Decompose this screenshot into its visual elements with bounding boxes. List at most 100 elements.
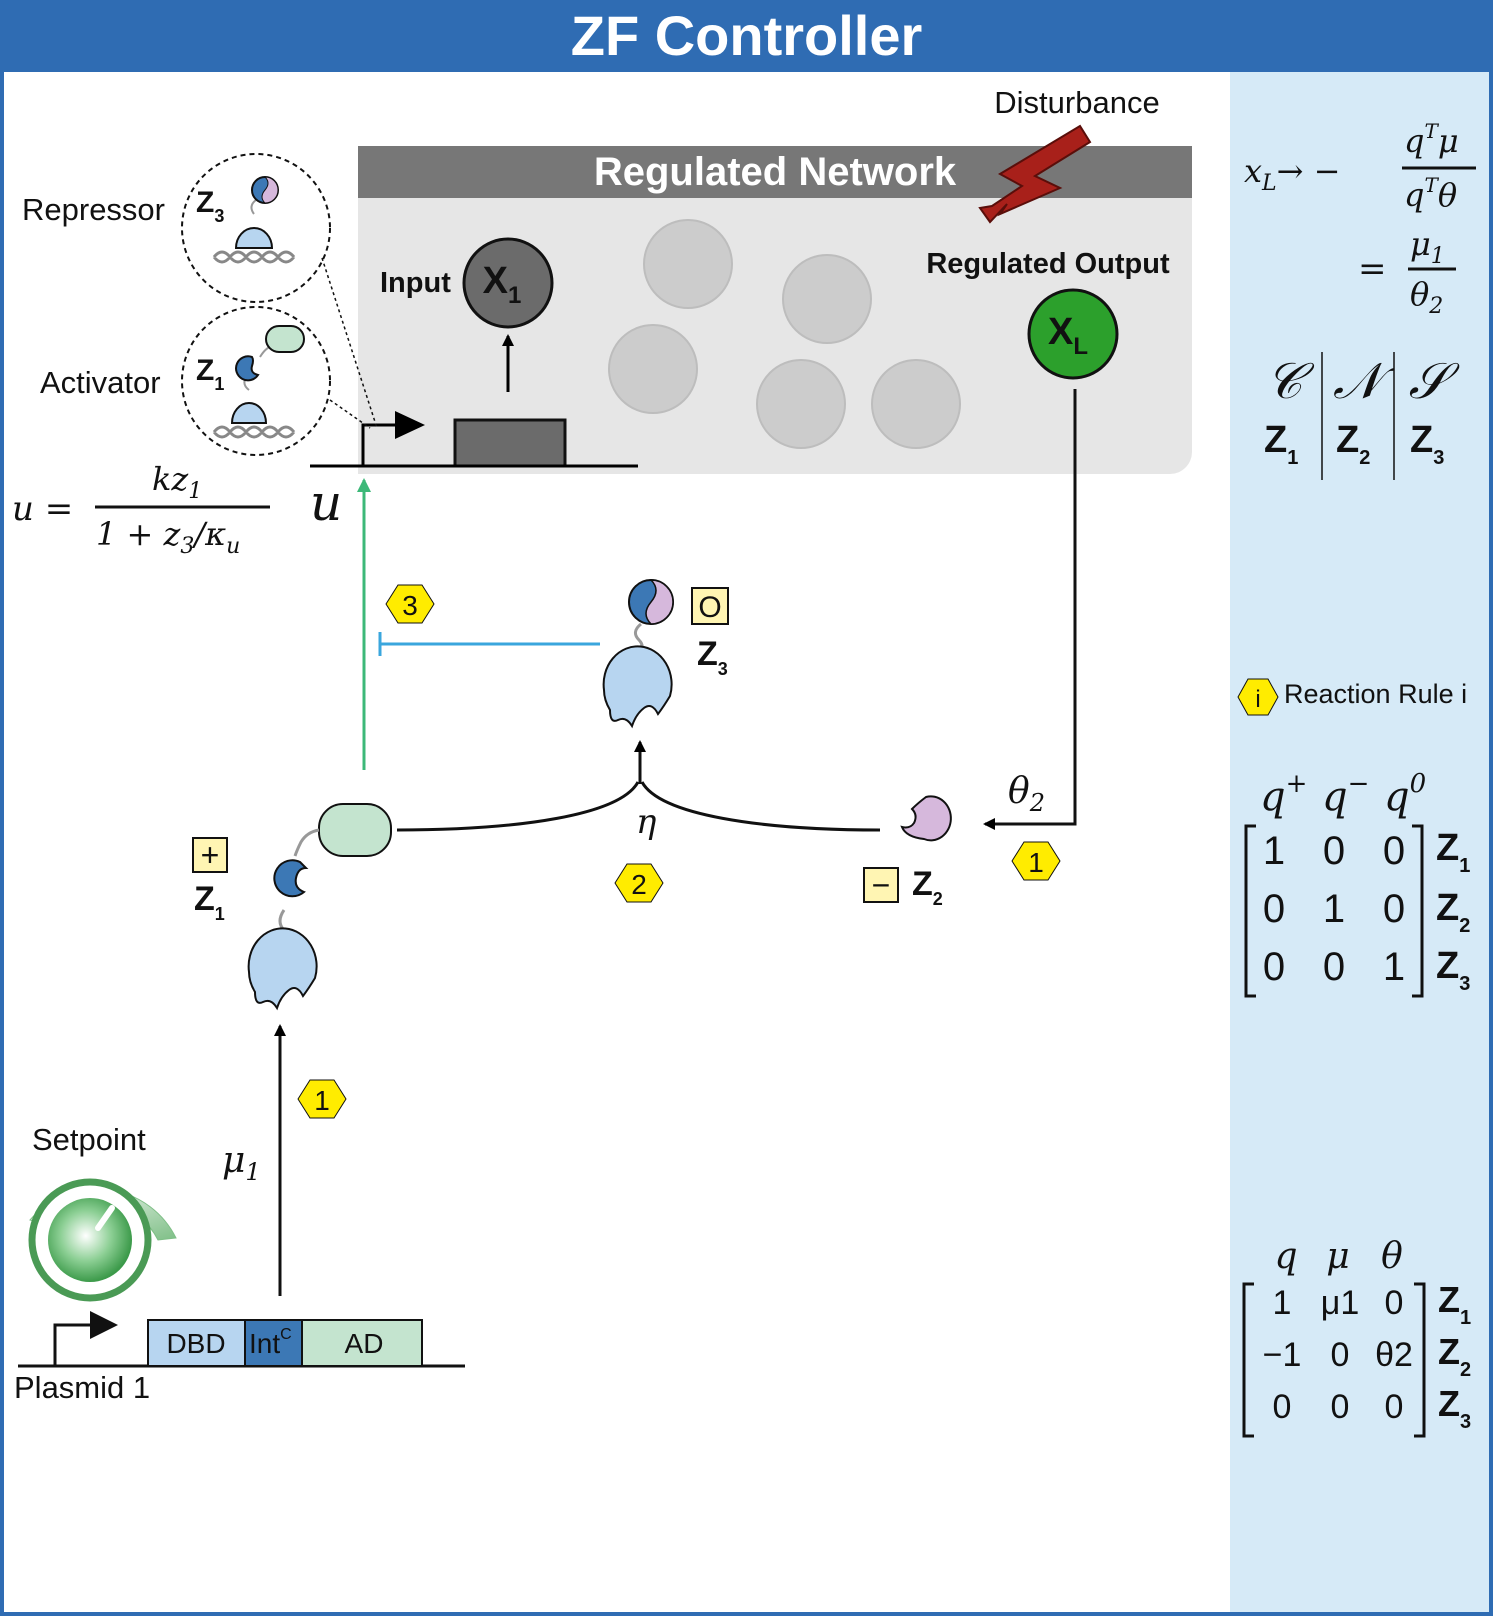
math-side-panel <box>1230 72 1489 1612</box>
network-node <box>608 324 698 414</box>
param-matrix-cell: 0 <box>1385 1284 1404 1322</box>
network-background <box>358 146 1192 474</box>
hexagon-rule-1-icon <box>297 1079 347 1119</box>
z1-label: Z1 <box>194 880 225 924</box>
space-partition: 𝒞 𝒩 𝒮 Z1 Z2 Z3 <box>1264 352 1461 480</box>
q-matrix-header: q− <box>1322 769 1369 820</box>
disturbance-label: Disturbance <box>994 85 1159 120</box>
q-matrix-cell: 0 <box>1383 829 1405 873</box>
plasmid-int-label: IntC <box>249 1326 292 1359</box>
dna-helix-icon <box>212 250 296 264</box>
repressor-inset: Repressor Z3 <box>22 153 331 303</box>
q-matrix-header: q+ <box>1260 769 1307 820</box>
promoter-arrow <box>361 423 395 466</box>
eta-label: η <box>636 802 657 842</box>
xl-formula-equals: = <box>1358 249 1387 289</box>
plasmid-label: Plasmid 1 <box>14 1370 150 1405</box>
plasmid-int-box <box>244 1319 303 1367</box>
zoom-leader-line <box>329 399 371 429</box>
setpoint-label: Setpoint <box>32 1122 146 1157</box>
param-matrix-cell: 0 <box>1385 1388 1404 1426</box>
plasmid-promoter-arrowhead <box>90 1311 118 1339</box>
x1-node <box>462 237 554 329</box>
z1-linker <box>293 828 320 857</box>
plasmid-ad-label: AD <box>345 1328 384 1359</box>
xl-label: XL <box>1048 311 1088 360</box>
xl-formula-numerator-2: μ1 <box>1410 225 1445 269</box>
x1-gene <box>453 418 567 468</box>
hexagon-rule-3-icon <box>385 584 435 624</box>
space-z3-label: Z3 <box>1410 419 1444 469</box>
theta2-label: θ2 <box>1008 771 1045 817</box>
x1-label: X1 <box>483 260 522 309</box>
network-node <box>756 359 846 449</box>
z3-sign-box <box>691 587 729 625</box>
space-z2-label: Z2 <box>1336 419 1370 469</box>
xl-formula-lhs: xL→ − <box>1244 152 1340 196</box>
legend-label: Reaction Rule i <box>1284 679 1467 709</box>
hexagon-rule-1-label: 1 <box>314 1085 330 1116</box>
activator-inset: Activator Z1 <box>40 306 331 456</box>
theta2-sensing-line <box>983 389 1077 830</box>
repressor-dbd-icon <box>234 227 274 249</box>
q-matrix-cell: 0 <box>1263 945 1285 989</box>
param-matrix-header: q <box>1274 1236 1297 1277</box>
network-node <box>782 254 872 344</box>
hexagon-rule-1-label: 1 <box>1028 847 1044 878</box>
network-node <box>643 219 733 309</box>
z2-icon <box>900 795 952 842</box>
u-equation-lhs: u = <box>12 489 73 529</box>
q-matrix-cell: 1 <box>1383 945 1405 989</box>
q-matrix-cell: 1 <box>1263 829 1285 873</box>
q-matrix-row-label: Z3 <box>1436 945 1470 995</box>
z2-label: Z2 <box>912 865 943 909</box>
activator-int-icon <box>235 355 260 382</box>
plasmid-ad-box <box>301 1319 423 1367</box>
param-matrix-cell: 0 <box>1331 1336 1350 1374</box>
activator-dbd-icon <box>230 402 268 424</box>
space-z1-label: Z1 <box>1264 419 1298 469</box>
network-header: Regulated Network <box>594 150 957 194</box>
activator-z-label: Z1 <box>196 354 224 394</box>
param-matrix-cell: −1 <box>1263 1336 1302 1374</box>
xl-formula-numerator: qTμ <box>1404 119 1459 160</box>
space-c-symbol: 𝒞 <box>1266 352 1315 410</box>
reaction-rule-legend: i Reaction Rule i <box>1237 678 1467 716</box>
q-matrix-cell: 0 <box>1383 887 1405 931</box>
legend-hexagon-label: i <box>1255 686 1260 713</box>
setpoint-knob-indicator <box>95 1205 115 1231</box>
hexagon-rule-3-label: 3 <box>402 590 418 621</box>
regulated-network: Regulated Network Input X1 Regulated Out… <box>358 146 1192 474</box>
z1-species: + Z1 <box>192 803 392 1011</box>
legend-hexagon-icon <box>1237 678 1279 716</box>
promoter-arrowhead <box>395 411 425 439</box>
hexagon-rule-2-icon <box>614 863 664 903</box>
param-matrix-row-label: Z3 <box>1438 1383 1471 1433</box>
mu1-label: μ1 <box>222 1140 261 1186</box>
complex-formation-left <box>396 781 640 832</box>
param-matrix-row-label: Z2 <box>1438 1331 1471 1381</box>
u-symbol: u <box>310 474 342 532</box>
q-matrix-header: q0 <box>1384 769 1426 820</box>
z3-label: Z3 <box>697 635 728 679</box>
u-equation: u = kz1 1 + z3/κu u <box>12 460 342 559</box>
plasmid-dbd-box <box>147 1319 246 1367</box>
plasmid-dbd-label: DBD <box>166 1328 225 1359</box>
setpoint-knob-inner <box>48 1198 132 1282</box>
xl-formula-denominator: qTθ <box>1404 173 1457 214</box>
disturbance-bolt-icon <box>978 124 1092 224</box>
matrix-right-bracket <box>1412 824 1424 998</box>
q-matrix-row-label: Z2 <box>1436 887 1470 937</box>
xl-node <box>1027 288 1119 380</box>
z2-sign: − <box>872 867 891 903</box>
matrix-left-bracket <box>1244 824 1256 998</box>
param-matrix-cell: μ1 <box>1321 1284 1360 1322</box>
space-s-symbol: 𝒮 <box>1409 352 1461 410</box>
z1-int-icon <box>273 859 309 898</box>
param-matrix-cell: 0 <box>1331 1388 1350 1426</box>
param-matrix-cell: θ2 <box>1375 1336 1413 1374</box>
z2-sign-box <box>863 867 899 903</box>
